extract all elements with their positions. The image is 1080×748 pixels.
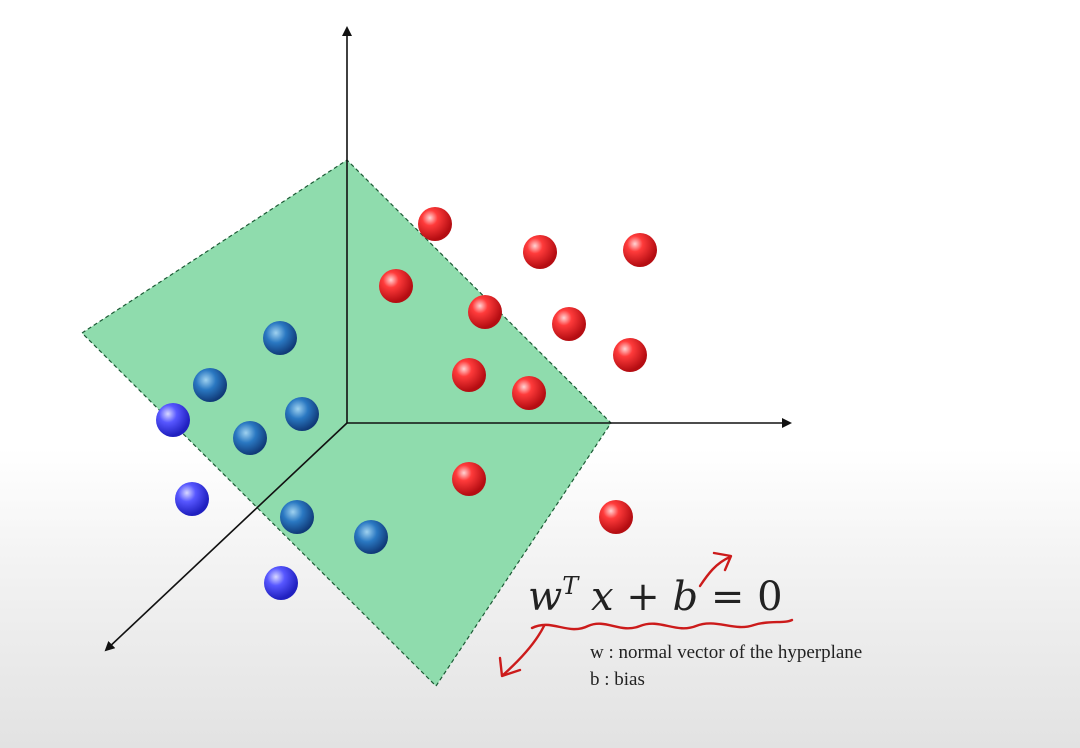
blue-point bbox=[285, 397, 319, 431]
red-point bbox=[468, 295, 502, 329]
blue-point bbox=[193, 368, 227, 402]
y-axis bbox=[104, 422, 348, 652]
variable-legend: w : normal vector of the hyperplane b : … bbox=[590, 639, 862, 693]
red-point bbox=[512, 376, 546, 410]
equation-w: w bbox=[528, 574, 563, 620]
blue-point bbox=[156, 403, 190, 437]
red-point bbox=[418, 207, 452, 241]
legend-b: b : bias bbox=[590, 669, 645, 690]
annotation-arrow-down bbox=[501, 624, 546, 677]
annotation-arrowhead-up bbox=[712, 551, 733, 572]
red-point bbox=[379, 269, 413, 303]
blue-point bbox=[264, 566, 298, 600]
equation-b: b bbox=[672, 574, 699, 620]
equation-zero: 0 bbox=[757, 574, 783, 620]
red-class-points bbox=[379, 207, 657, 534]
annotation-arrowhead-down bbox=[498, 656, 522, 678]
blue-point bbox=[233, 421, 267, 455]
red-point bbox=[599, 500, 633, 534]
blue-point bbox=[175, 482, 209, 516]
red-point bbox=[452, 462, 486, 496]
blue-point bbox=[263, 321, 297, 355]
equation-x: x bbox=[590, 574, 614, 620]
equation-transpose: T bbox=[562, 572, 579, 600]
blue-point bbox=[280, 500, 314, 534]
red-point bbox=[452, 358, 486, 392]
equation-plus: + bbox=[626, 574, 660, 620]
annotation-arrow-up bbox=[698, 555, 732, 588]
equation-equals: = bbox=[710, 574, 745, 620]
red-point bbox=[623, 233, 657, 267]
hyperplane-equation: wT x + b = 0 bbox=[528, 574, 783, 617]
legend-w: w : normal vector of the hyperplane bbox=[590, 642, 863, 663]
blue-point bbox=[354, 520, 388, 554]
red-point bbox=[552, 307, 586, 341]
annotation-underline bbox=[530, 618, 794, 631]
red-point bbox=[523, 235, 557, 269]
red-point bbox=[613, 338, 647, 372]
blue-class-points bbox=[156, 321, 388, 600]
handwritten-annotations bbox=[498, 551, 794, 678]
